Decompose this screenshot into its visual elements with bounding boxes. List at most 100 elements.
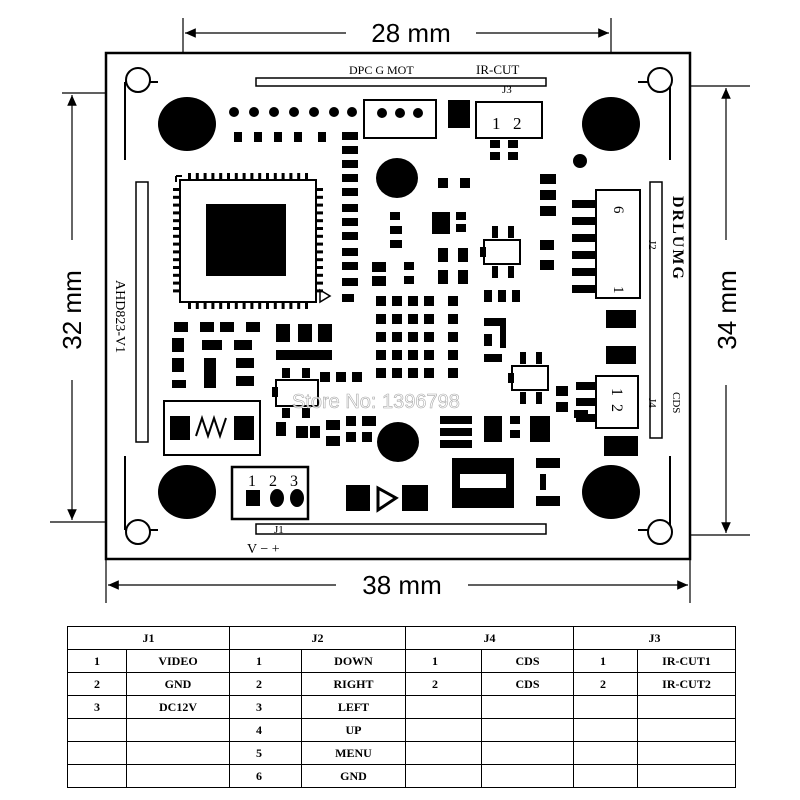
pin-number-cell: 6 <box>229 764 302 788</box>
j3-pin-2: 2 <box>513 114 522 133</box>
pin-number-cell <box>405 764 482 788</box>
j4-cds-label: CDS <box>670 392 682 413</box>
header-dpc-g-mot: DPC G MOT <box>349 63 437 139</box>
j1-pin-2: 2 <box>269 473 277 490</box>
pin-table-header-j3: J3 <box>573 626 736 650</box>
pcb-diagram: 28 mm 38 mm 32 mm 34 mm <box>50 18 750 603</box>
header-dpc-g-mot-label: DPC G MOT <box>349 63 414 77</box>
j1-name: J1 <box>274 524 284 536</box>
j1-pin-3: 3 <box>290 473 298 490</box>
pin-table-header-j2: J2 <box>229 626 406 650</box>
dimension-top: 28 mm <box>182 18 612 95</box>
pin-number-cell: 3 <box>229 695 302 719</box>
pin-signal-cell: GND <box>301 764 406 788</box>
pin-number-cell: 5 <box>229 741 302 765</box>
pin-number-cell <box>405 695 482 719</box>
connector-j4: 1 2 J4 CDS <box>576 375 682 429</box>
pin-number-cell: 2 <box>67 672 127 696</box>
pin-number-cell <box>405 741 482 765</box>
pin-signal-cell <box>481 741 574 765</box>
pin-signal-cell <box>637 764 736 788</box>
pin-number-cell <box>573 718 638 742</box>
pin-number-cell: 2 <box>229 672 302 696</box>
j2-pin-1: 1 <box>610 286 626 294</box>
pin-number-cell <box>573 695 638 719</box>
store-watermark: Store No: 1396798 <box>292 391 460 413</box>
brand-label: DRLUMG <box>669 196 686 281</box>
pin-signal-cell <box>637 718 736 742</box>
pin-signal-cell: IR-CUT1 <box>637 649 736 673</box>
pin-signal-cell <box>481 718 574 742</box>
pin-signal-cell <box>481 695 574 719</box>
pin-signal-cell: DC12V <box>126 695 230 719</box>
inductor <box>163 400 261 456</box>
dimension-right-label: 34 mm <box>712 270 742 349</box>
pin-signal-cell <box>481 764 574 788</box>
j1-pin-1: 1 <box>248 473 256 490</box>
pin-signal-cell: CDS <box>481 649 574 673</box>
pin-signal-cell <box>126 764 230 788</box>
dimension-right: 34 mm <box>640 85 750 536</box>
pin-table-header-row: J1 J2 J4 J3 <box>67 626 736 650</box>
pin-signal-cell: DOWN <box>301 649 406 673</box>
main-chip <box>175 175 332 304</box>
j3-pin-1: 1 <box>492 114 501 133</box>
connector-j3: IR-CUT J3 1 2 <box>475 62 543 139</box>
model-label: AHD823-V1 <box>112 280 127 353</box>
pin-signal-cell: RIGHT <box>301 672 406 696</box>
pin-signal-cell: VIDEO <box>126 649 230 673</box>
top-pads <box>229 107 357 117</box>
pin-number-cell: 2 <box>405 672 482 696</box>
dimension-bottom: 38 mm <box>105 560 691 603</box>
pin-table-header-j1: J1 <box>67 626 230 650</box>
smd-components <box>172 100 638 456</box>
pin-number-cell <box>573 741 638 765</box>
j2-name: J2 <box>646 240 658 250</box>
pin-number-cell <box>67 741 127 765</box>
pin-signal-cell: LEFT <box>301 695 406 719</box>
pin-number-cell: 1 <box>405 649 482 673</box>
pin-signal-cell: UP <box>301 718 406 742</box>
j4-pin-2: 2 <box>608 404 625 412</box>
pin-number-cell: 2 <box>573 672 638 696</box>
connector-j2: 6 1 J2 <box>572 189 658 299</box>
mounting-holes <box>158 97 640 519</box>
pin-number-cell: 1 <box>229 649 302 673</box>
pin-number-cell: 1 <box>67 649 127 673</box>
pin-number-cell: 3 <box>67 695 127 719</box>
dimension-bottom-label: 38 mm <box>362 570 441 600</box>
pin-number-cell: 1 <box>573 649 638 673</box>
pin-signal-cell <box>126 718 230 742</box>
transistors <box>272 226 549 418</box>
pin-number-cell <box>573 764 638 788</box>
j3-name: J3 <box>502 84 512 96</box>
pin-signal-cell: IR-CUT2 <box>637 672 736 696</box>
pin-number-cell: 4 <box>229 718 302 742</box>
j4-name: J4 <box>646 398 658 408</box>
main-chip-pins <box>173 173 323 309</box>
j1-polarity: V − + <box>247 542 280 557</box>
j4-pin-1: 1 <box>608 388 625 396</box>
pin-number-cell <box>67 718 127 742</box>
pin-number-cell <box>67 764 127 788</box>
j2-pin-6: 6 <box>610 206 626 214</box>
power-diode <box>346 458 560 513</box>
pin-signal-cell <box>637 695 736 719</box>
pin-signal-cell: GND <box>126 672 230 696</box>
pin-signal-cell: CDS <box>481 672 574 696</box>
ir-cut-label: IR-CUT <box>476 62 519 77</box>
pin-number-cell <box>405 718 482 742</box>
pin-table-header-j4: J4 <box>405 626 574 650</box>
dimension-top-label: 28 mm <box>371 18 450 48</box>
pin-signal-cell <box>637 741 736 765</box>
pin-signal-cell: MENU <box>301 741 406 765</box>
connector-j1: 1 2 3 J1 V − + <box>230 465 310 557</box>
